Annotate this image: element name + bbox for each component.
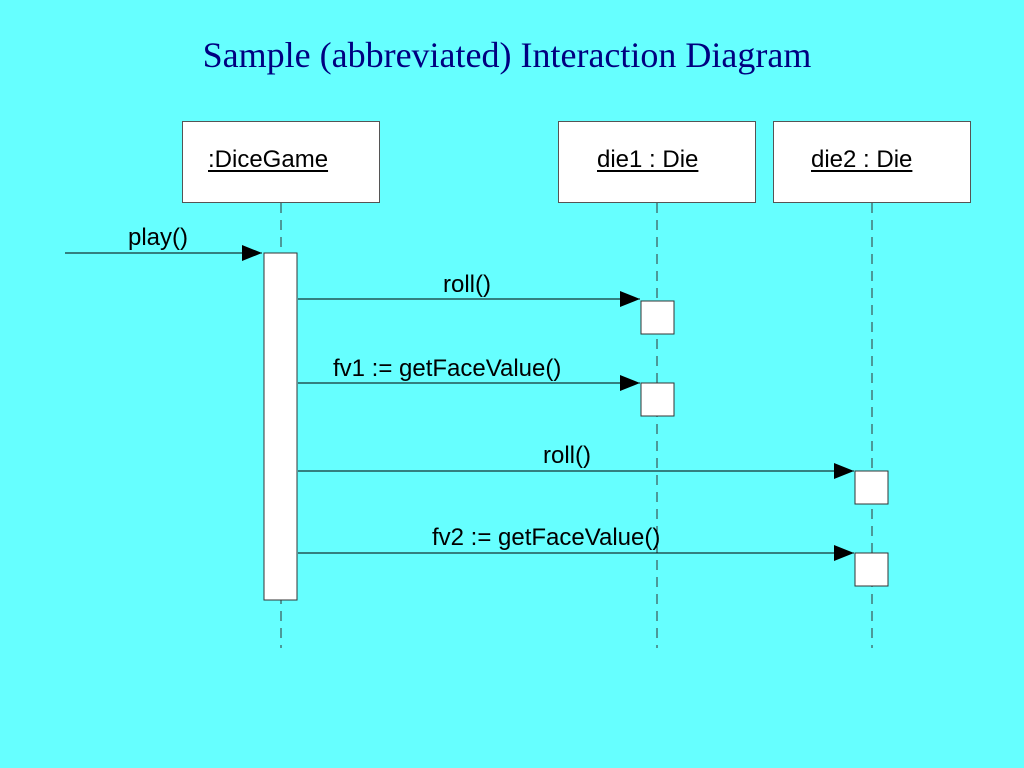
message-label-roll-die1: roll() (443, 271, 491, 298)
activation-die2-roll (854, 470, 889, 505)
participant-box-die1 (558, 121, 756, 203)
message-label-roll-die2: roll() (543, 442, 591, 469)
activation-die1-roll (640, 300, 675, 335)
participant-label-die2: die2 : Die (811, 146, 913, 173)
slide-title: Sample (abbreviated) Interaction Diagram (202, 35, 812, 75)
participant-label-dicegame: :DiceGame (208, 146, 329, 173)
activation-die2-getfacevalue (854, 552, 889, 587)
participant-box-dicegame (182, 121, 380, 203)
message-label-getfacevalue-die1: fv1 := getFaceValue() (333, 355, 562, 382)
participant-label-die1: die1 : Die (597, 146, 699, 173)
activation-die1-getfacevalue (640, 382, 675, 417)
message-label-play: play() (128, 224, 189, 251)
participant-box-die2 (773, 121, 971, 203)
message-label-getfacevalue-die2: fv2 := getFaceValue() (432, 524, 661, 551)
activation-dicegame (263, 252, 298, 601)
